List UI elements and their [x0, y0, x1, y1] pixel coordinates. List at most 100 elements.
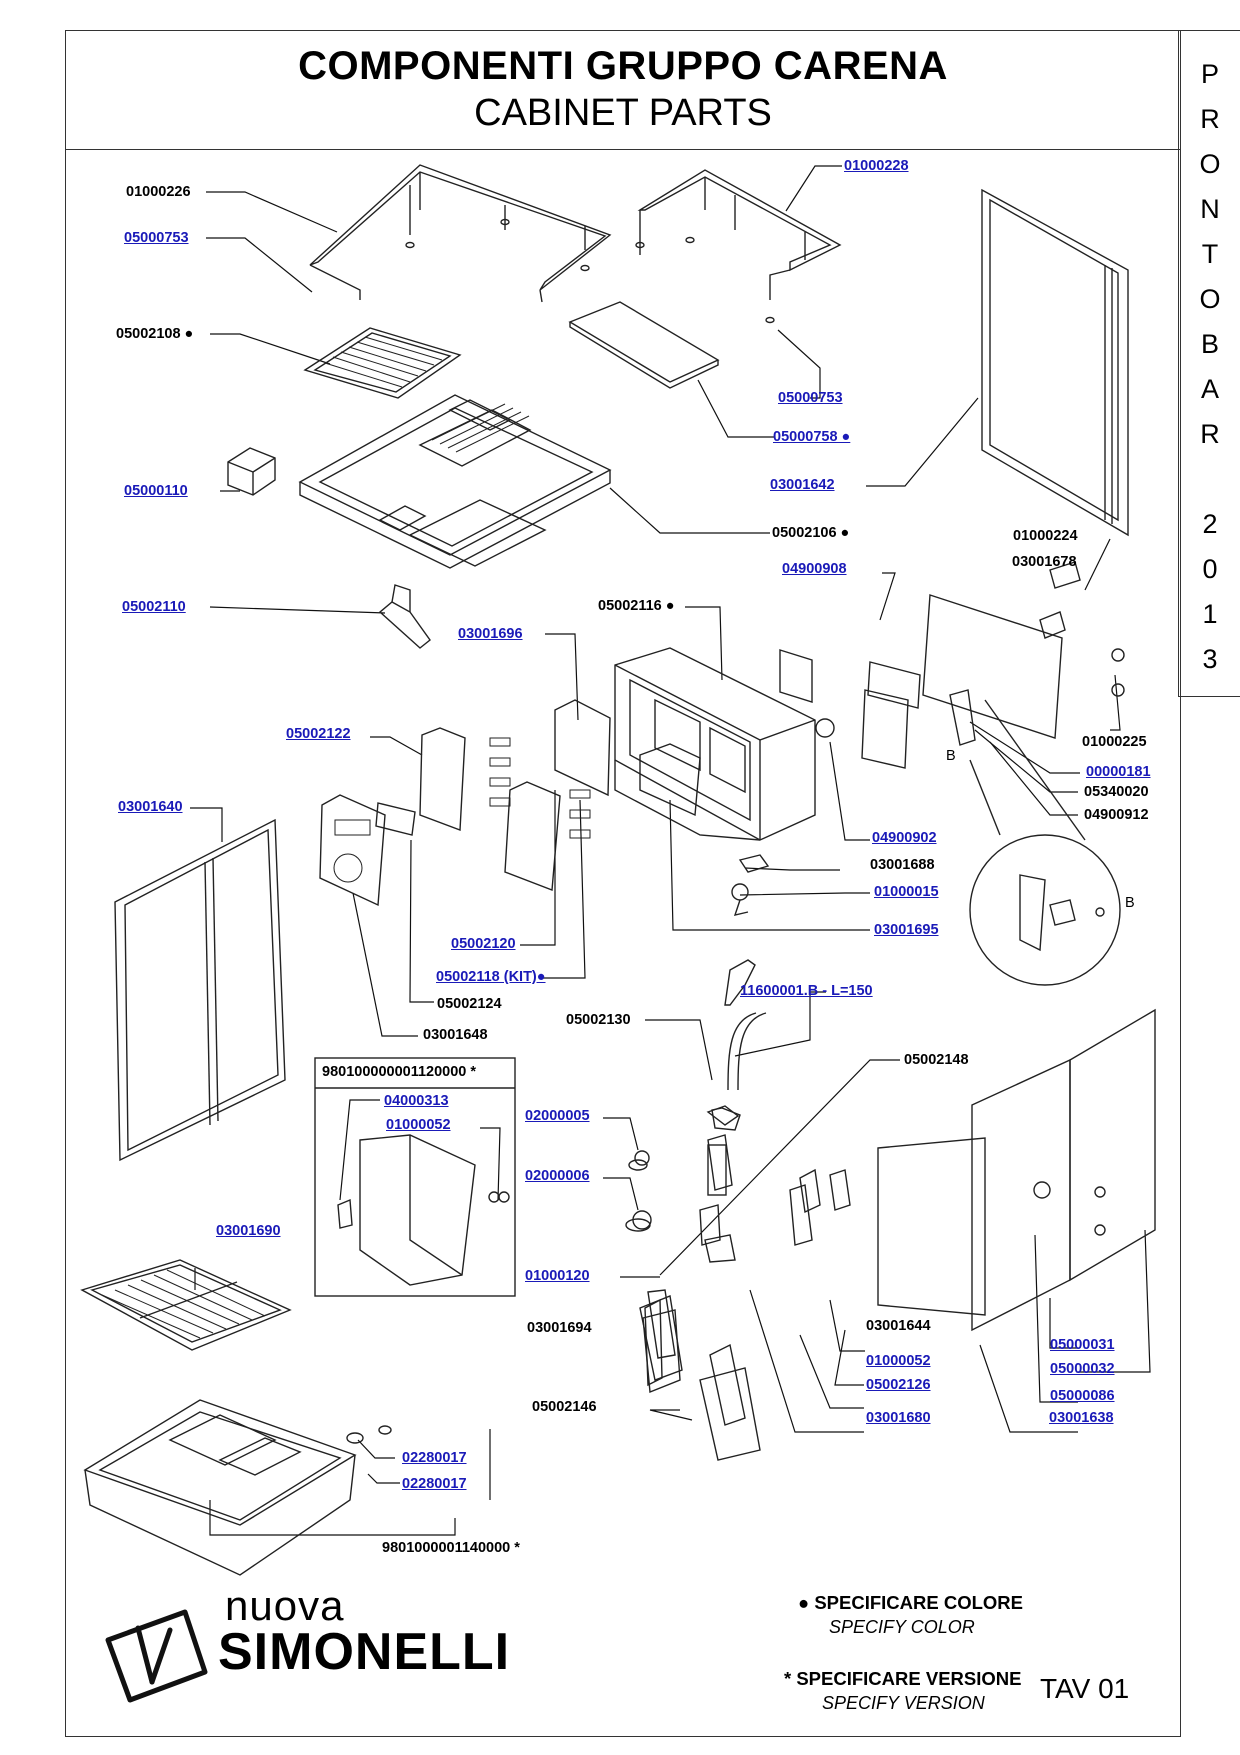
- left-side-panel: [114, 818, 286, 1162]
- part-link[interactable]: 05000758 ●: [773, 429, 851, 445]
- part-link[interactable]: 05000753: [778, 390, 843, 406]
- drip-grille: [80, 1259, 292, 1351]
- part-label: 05002146: [532, 1399, 597, 1415]
- part-link[interactable]: 05000031: [1050, 1337, 1115, 1353]
- part-link[interactable]: 02000006: [525, 1168, 590, 1184]
- back-panels: [789, 1008, 1156, 1332]
- brand-line1: nuova: [225, 1582, 345, 1629]
- part-link[interactable]: 05000753: [124, 230, 189, 246]
- part-label: 03001644: [866, 1318, 931, 1334]
- part-label: 05002148: [904, 1052, 969, 1068]
- detail-letter-b: B: [1125, 895, 1135, 911]
- detail-letter-b: B: [946, 748, 956, 764]
- part-link[interactable]: 05002120: [451, 936, 516, 952]
- part-link[interactable]: 03001690: [216, 1223, 281, 1239]
- part-link[interactable]: 00000181: [1086, 764, 1151, 780]
- control-housing: [614, 647, 816, 841]
- part-label: 01000226: [126, 184, 191, 200]
- vertical-letter: R: [1200, 104, 1220, 134]
- vertical-letter: N: [1200, 194, 1220, 224]
- detail-circle: [969, 699, 1121, 986]
- vertical-letter: R: [1200, 419, 1220, 449]
- part-label: 05002106 ●: [772, 525, 850, 541]
- part-link[interactable]: 01000015: [874, 884, 939, 900]
- note-version-it: * SPECIFICARE VERSIONE: [784, 1668, 1022, 1689]
- logo-mark: [105, 1609, 208, 1703]
- part-label: 03001688: [870, 857, 935, 873]
- vertical-letter: 0: [1202, 554, 1218, 584]
- part-link[interactable]: 02280017: [402, 1450, 467, 1466]
- part-label: 9801000001140000 *: [382, 1540, 520, 1556]
- part-link[interactable]: 01000052: [386, 1117, 451, 1133]
- part-link[interactable]: 04900908: [782, 561, 847, 577]
- chute: [378, 584, 431, 649]
- top-cover: [568, 301, 720, 389]
- part-link[interactable]: 11600001.B - L=150: [740, 983, 873, 999]
- part-link[interactable]: 05000086: [1050, 1388, 1115, 1404]
- part-link[interactable]: 04900902: [872, 830, 937, 846]
- part-label: 05002108 ●: [116, 326, 194, 342]
- part-link[interactable]: 03001680: [866, 1410, 931, 1426]
- part-link[interactable]: 05002110: [122, 599, 186, 615]
- top-tray: [298, 394, 612, 569]
- vertical-letter: 1: [1202, 599, 1218, 629]
- sheet-code: TAV 01: [1040, 1673, 1130, 1704]
- part-label: 03001694: [527, 1320, 592, 1336]
- brand-line2: SIMONELLI: [218, 1623, 511, 1681]
- title-box: [65, 30, 1181, 150]
- part-label: 05002124: [437, 996, 502, 1012]
- part-label: 04900912: [1084, 807, 1149, 823]
- vertical-letter: B: [1200, 329, 1219, 359]
- vertical-letter: O: [1199, 149, 1221, 179]
- top-frame-right: [635, 169, 842, 324]
- part-link[interactable]: 01000228: [844, 158, 909, 174]
- part-label: 05340020: [1084, 784, 1149, 800]
- filter-parts: [625, 1012, 767, 1461]
- part-link[interactable]: 03001695: [874, 922, 939, 938]
- back-electronics: [779, 561, 1125, 769]
- right-side-panel: [981, 188, 1129, 537]
- part-link[interactable]: 05000110: [124, 483, 188, 499]
- drip-tray: [83, 1399, 392, 1576]
- vertical-letter: A: [1200, 374, 1219, 404]
- vertical-letter: 3: [1202, 644, 1218, 674]
- center-fittings: [632, 854, 770, 1381]
- vertical-letter: P: [1200, 59, 1219, 89]
- part-link[interactable]: 01000120: [525, 1268, 590, 1284]
- part-label: 05002130: [566, 1012, 631, 1028]
- part-link[interactable]: 05002118 (KIT)●: [436, 969, 546, 985]
- part-link[interactable]: 02000005: [525, 1108, 590, 1124]
- vertical-letter: 2: [1202, 509, 1218, 539]
- part-link[interactable]: 04000313: [384, 1093, 449, 1109]
- part-link[interactable]: 03001638: [1049, 1410, 1114, 1426]
- kit-box-frame: [314, 1057, 516, 1297]
- note-color-en: SPECIFY COLOR: [829, 1617, 975, 1637]
- title-english: CABINET PARTS: [474, 92, 772, 134]
- title-italian: COMPONENTI GRUPPO CARENA: [298, 44, 948, 88]
- small-block: [227, 447, 276, 496]
- note-color-it: ● SPECIFICARE COLORE: [798, 1592, 1023, 1613]
- cup-grille: [303, 327, 462, 399]
- part-label: 01000224: [1013, 528, 1078, 544]
- vertical-title-box: [1178, 30, 1240, 697]
- part-label: 03001678: [1012, 554, 1077, 570]
- kit-box-code: 980100000001120000 *: [322, 1064, 477, 1080]
- part-link[interactable]: 02280017: [402, 1476, 467, 1492]
- part-link[interactable]: 05002126: [866, 1377, 931, 1393]
- part-link[interactable]: 05002122: [286, 726, 351, 742]
- button-panels: [319, 699, 701, 907]
- part-link[interactable]: 03001696: [458, 626, 523, 642]
- vertical-letter: T: [1201, 239, 1219, 269]
- part-link[interactable]: 05000032: [1050, 1361, 1115, 1377]
- part-link[interactable]: 01000052: [866, 1353, 931, 1369]
- note-version-en: SPECIFY VERSION: [822, 1693, 985, 1713]
- leader-lines: [190, 165, 1151, 1536]
- part-link[interactable]: 03001642: [770, 477, 835, 493]
- vertical-letter: O: [1199, 284, 1221, 314]
- top-frame-left: [309, 164, 612, 303]
- part-label: 05002116 ●: [598, 598, 675, 614]
- part-link[interactable]: 03001640: [118, 799, 183, 815]
